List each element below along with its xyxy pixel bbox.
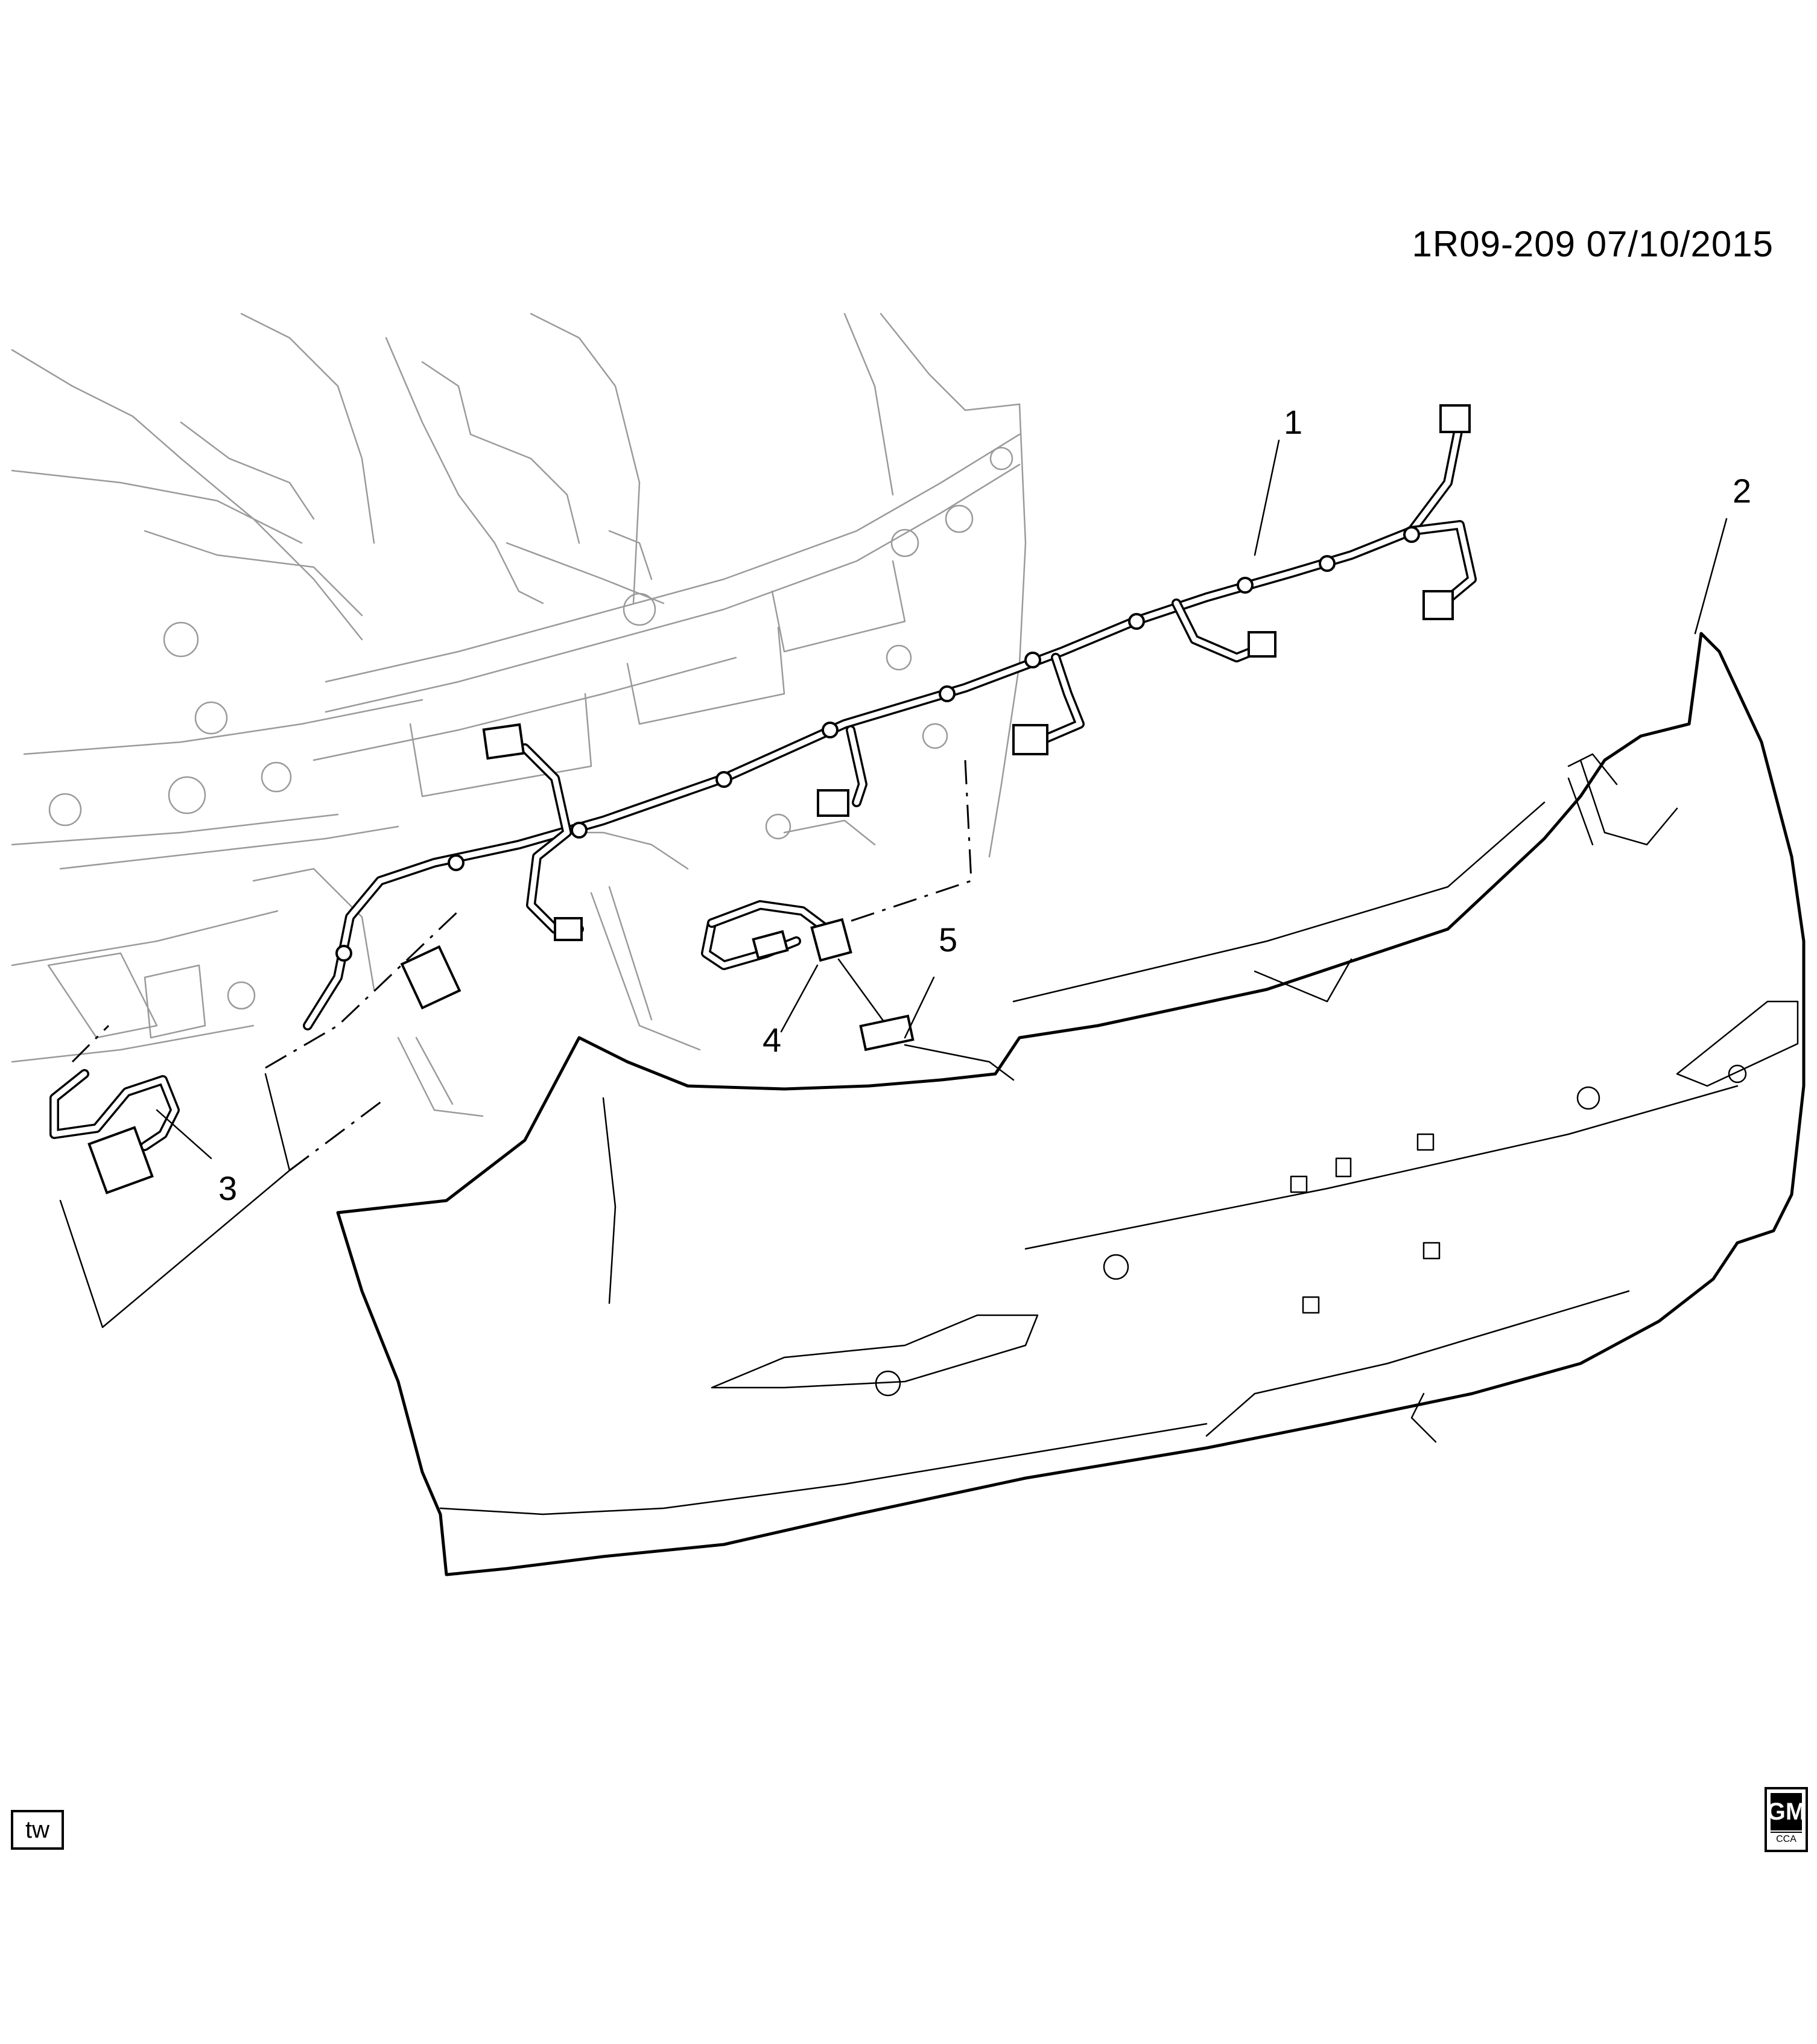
connector-and-sensor: [701, 760, 1015, 1081]
vehicle-body-structure: [11, 313, 1027, 1117]
rear-bumper-fascia: [336, 632, 1806, 1576]
gm-logo-sub: CCA: [1771, 1832, 1802, 1846]
corner-mark: tw: [11, 1810, 64, 1850]
document-id-date: 1R09-209 07/10/2015: [1412, 224, 1774, 264]
callout-leaders: [156, 439, 1728, 1160]
callout-2: 2: [1733, 472, 1752, 510]
gm-logo-brand: GM: [1767, 1793, 1806, 1830]
wiring-harness: [303, 404, 1477, 1030]
callout-4: 4: [763, 1021, 782, 1059]
callout-5: 5: [939, 921, 958, 959]
callout-1: 1: [1284, 403, 1303, 441]
callout-3: 3: [218, 1169, 238, 1207]
gm-logo: GM CCA: [1765, 1787, 1808, 1852]
harness-connector-detail: [49, 910, 460, 1328]
